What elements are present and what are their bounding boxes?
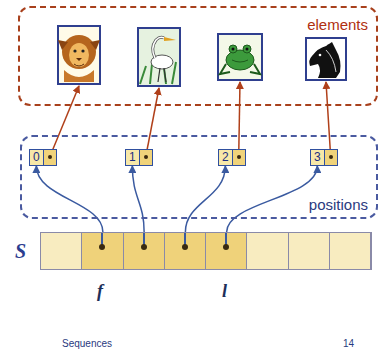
pointer-dot (223, 244, 229, 250)
position-box: 2 (218, 149, 246, 166)
array-cell (124, 233, 165, 269)
position-box: 3 (310, 149, 338, 166)
pointer-dot (99, 244, 105, 250)
element-pointer-arrow (239, 82, 240, 157)
array-cell (247, 233, 288, 269)
array-cell (330, 233, 371, 269)
positions-region: positions 0 1 2 3 (20, 135, 378, 219)
pointer-dot (144, 155, 148, 159)
position-box: 0 (29, 149, 57, 166)
position-index: 1 (126, 150, 139, 165)
array-cell (165, 233, 206, 269)
position-box: 1 (125, 149, 153, 166)
index-marker: l (222, 281, 227, 302)
position-pointer-arrow (227, 166, 318, 232)
element-pointer-cell (232, 150, 245, 165)
footer-title: Sequences (62, 338, 112, 349)
array-cell (289, 233, 330, 269)
position-pointer-arrow (132, 166, 144, 232)
pointer-dot (182, 244, 188, 250)
position-index: 3 (311, 150, 324, 165)
element-pointer-cell (43, 150, 56, 165)
region-label: positions (309, 196, 368, 213)
array-cell (206, 233, 247, 269)
page-number: 14 (343, 338, 354, 349)
element-pointer-arrow (50, 86, 79, 157)
index-marker: f (97, 281, 103, 302)
frog-icon (218, 34, 262, 80)
elements-region: elements (18, 6, 378, 106)
heron-icon (138, 28, 180, 86)
pointer-dot (48, 155, 52, 159)
element-pointer-arrow (146, 88, 159, 157)
position-pointer-arrow (36, 166, 103, 232)
pointer-dot (237, 155, 241, 159)
sequence-name: S (15, 240, 26, 263)
array-cell (82, 233, 123, 269)
array-cell (41, 233, 82, 269)
pointer-dot (141, 244, 147, 250)
horse-icon (306, 38, 346, 80)
position-pointer-arrow (185, 166, 225, 232)
position-index: 2 (219, 150, 232, 165)
array-s: S (40, 232, 372, 270)
element-pointer-cell (139, 150, 152, 165)
element-pointer-arrow (326, 82, 331, 157)
position-index: 0 (30, 150, 43, 165)
pointer-dot (329, 155, 333, 159)
lion-icon (58, 26, 100, 84)
element-pointer-cell (324, 150, 337, 165)
region-label: elements (307, 16, 368, 33)
